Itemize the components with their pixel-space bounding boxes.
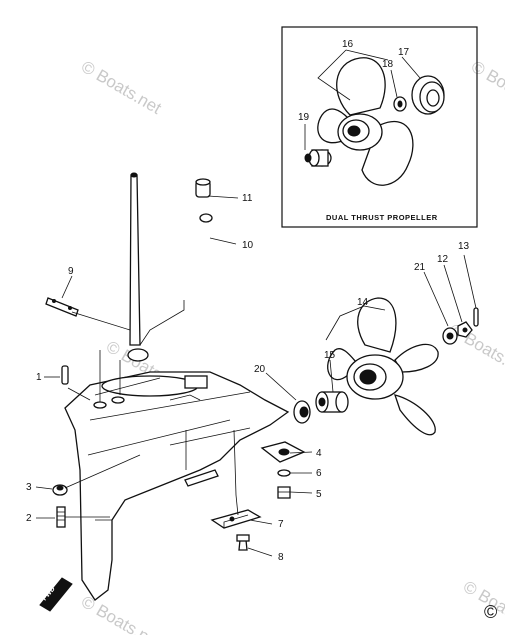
nut-12 — [457, 321, 473, 338]
trim-tab-4 — [260, 441, 306, 463]
dowel-pin-1 — [61, 365, 69, 385]
callout-17: 17 — [398, 47, 410, 58]
callout-13: 13 — [458, 241, 470, 252]
callout-9: 9 — [68, 266, 74, 277]
anode-7 — [210, 509, 262, 529]
propeller-14 — [327, 297, 439, 436]
callout-11: 11 — [242, 193, 253, 204]
callout-1: 1 — [36, 372, 42, 383]
callout-7: 7 — [278, 519, 284, 530]
washer-20 — [293, 400, 311, 424]
watermark-bottom-left: © Boats.net — [78, 592, 165, 635]
watermark-bottom-right: © Boats.net — [460, 577, 505, 635]
inset-propeller-16 — [317, 57, 414, 186]
washer-21 — [442, 327, 458, 345]
inset-spacer-18 — [393, 96, 407, 112]
callout-10: 10 — [242, 240, 254, 251]
bracket-9 — [45, 297, 79, 317]
callout-8: 8 — [278, 552, 284, 563]
callout-12: 12 — [437, 254, 449, 265]
callouts: 1 2 3 4 5 6 7 8 9 10 11 12 13 14 15 16 1… — [26, 39, 470, 563]
inset-box: DUAL THRUST PROPELLER — [281, 26, 478, 228]
watermark-top-right: © Boats.net — [468, 57, 505, 118]
water-tube-10 — [182, 213, 213, 302]
callout-20: 20 — [254, 364, 266, 375]
callout-14: 14 — [357, 297, 369, 308]
washer-6 — [277, 469, 291, 477]
bolt-2 — [56, 506, 66, 528]
callout-2: 2 — [26, 513, 32, 524]
callout-3: 3 — [26, 482, 32, 493]
inset-thrust-washer-19 — [304, 149, 332, 167]
nut-3 — [52, 484, 68, 496]
callout-18: 18 — [382, 59, 394, 70]
copyright-mark: © — [484, 602, 497, 622]
callout-21: 21 — [414, 262, 426, 273]
lower-case-housing — [64, 348, 290, 601]
spacer-15 — [315, 391, 349, 413]
cotter-pin-13 — [473, 307, 479, 327]
watermark-right: © Boats.net — [446, 320, 505, 381]
watermark-top-left: © Boats.net — [78, 57, 165, 118]
propeller-shaft — [184, 469, 219, 487]
callout-16: 16 — [342, 39, 354, 50]
callout-15: 15 — [324, 350, 336, 361]
callout-4: 4 — [316, 448, 322, 459]
inset-title: DUAL THRUST PROPELLER — [326, 213, 438, 222]
bolt-8 — [236, 534, 250, 551]
bolt-5 — [277, 486, 291, 499]
callout-6: 6 — [316, 468, 322, 479]
callout-5: 5 — [316, 489, 322, 500]
grommet-11 — [195, 178, 211, 198]
callout-19: 19 — [298, 112, 310, 123]
drive-shaft — [129, 172, 141, 346]
leader-lines — [35, 195, 477, 557]
forward-mark: FWD — [39, 577, 73, 612]
watermarks: © Boats.net © Boats.net © Boats.net © Bo… — [78, 57, 505, 640]
inset-bushing-17 — [411, 75, 445, 115]
